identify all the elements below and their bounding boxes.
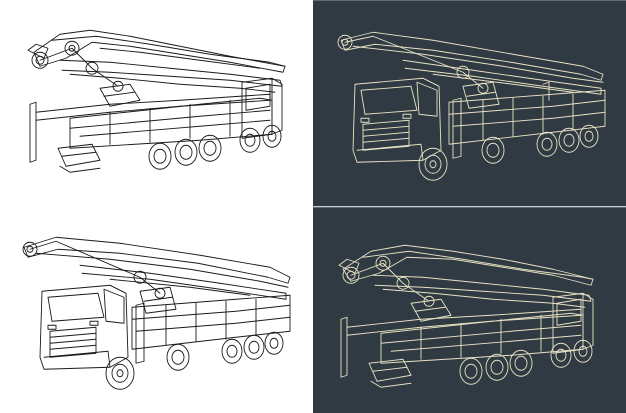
boom-joint: [31, 51, 49, 69]
hopper: [57, 143, 101, 167]
panel-top-left-light: [0, 0, 313, 207]
truck-drawing: [337, 31, 606, 181]
boom-arm: [23, 236, 291, 284]
grille: [362, 119, 410, 151]
boom-joint: [342, 266, 360, 284]
wheels: [459, 339, 593, 385]
truck-front-view-light: [22, 236, 291, 390]
cab: [241, 77, 283, 139]
boom-joint: [337, 34, 353, 50]
windshield: [360, 85, 418, 115]
boom-turret: [99, 83, 141, 107]
boom-arm: [340, 31, 604, 81]
boom-arm-upper: [51, 35, 286, 67]
outrigger: [452, 97, 462, 159]
grille: [49, 326, 97, 358]
truck-rear-view-dark: [313, 206, 626, 413]
boom-arm: [33, 29, 286, 73]
hopper: [368, 358, 412, 382]
truck-drawing: [27, 29, 286, 173]
chassis: [131, 294, 291, 350]
wheels: [148, 124, 282, 170]
panel-top-right-dark: [313, 0, 626, 207]
boom-turret: [410, 298, 452, 322]
wheels: [105, 331, 284, 390]
outrigger: [29, 101, 37, 163]
truck-drawing: [338, 244, 594, 388]
wheels: [418, 124, 599, 181]
panel-bottom-right-dark: [313, 206, 626, 413]
outrigger: [340, 316, 348, 378]
truck-drawing: [22, 236, 291, 390]
truck-front-view-dark: [313, 0, 626, 207]
chassis: [448, 89, 606, 145]
boom-joint: [22, 241, 38, 257]
outrigger: [135, 302, 145, 364]
windshield: [47, 292, 105, 322]
truck-rear-view-light: [27, 29, 286, 173]
panel-bottom-left-light: [0, 207, 313, 413]
